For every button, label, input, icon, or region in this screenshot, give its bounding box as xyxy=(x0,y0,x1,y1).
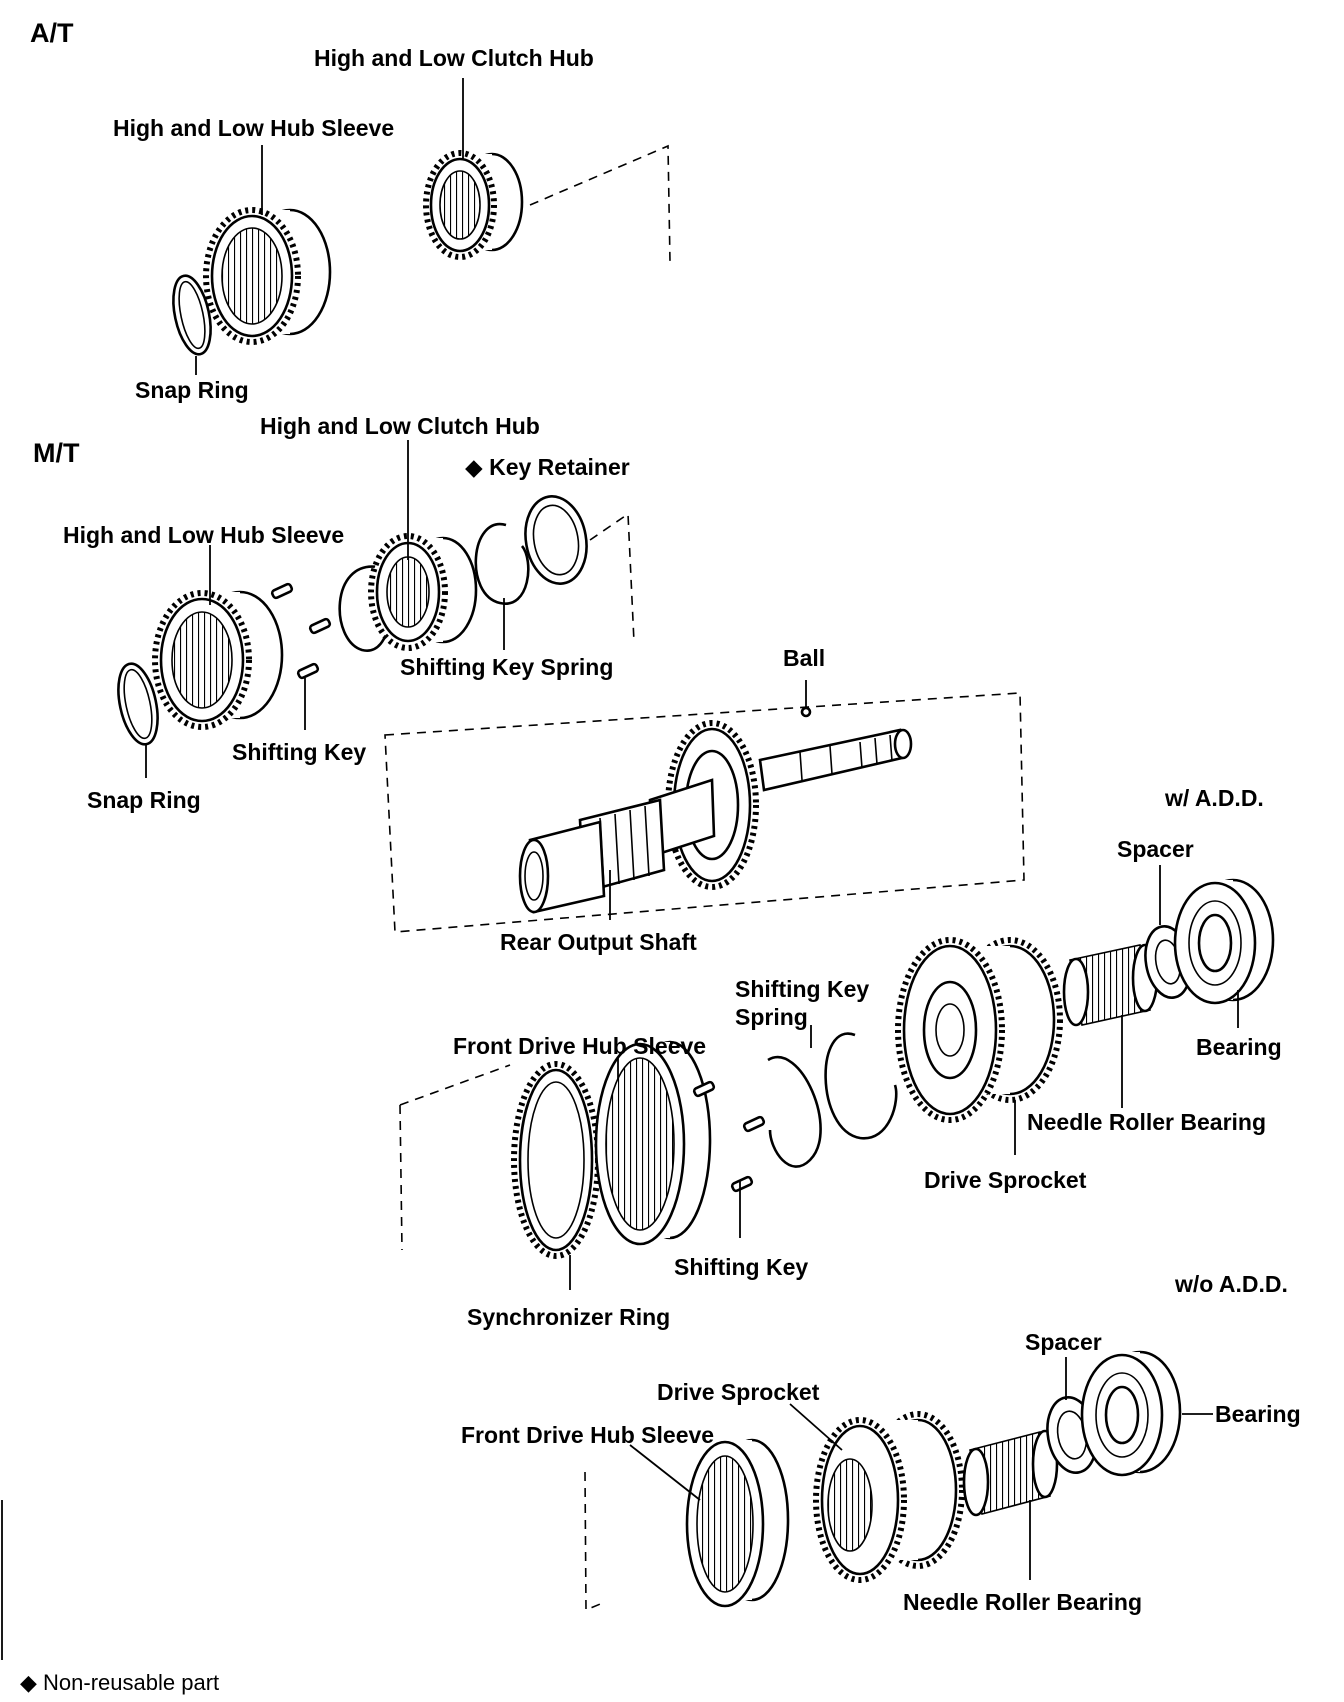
at-hub-sleeve-label: High and Low Hub Sleeve xyxy=(113,115,394,141)
add-assembly-guide xyxy=(399,1064,511,1251)
rear-output-shaft xyxy=(518,720,913,914)
add-needle-roller-bearing-label: Needle Roller Bearing xyxy=(1027,1109,1266,1135)
add-bearing xyxy=(1173,878,1275,1005)
noadd-front-drive-hub-sleeve-label: Front Drive Hub Sleeve xyxy=(461,1422,714,1448)
mt-snap-ring xyxy=(117,662,159,746)
section-title-at: A/T xyxy=(30,18,74,48)
mt-hub-sleeve xyxy=(152,590,284,730)
mt-snap-ring-label: Snap Ring xyxy=(87,787,201,813)
noadd-bearing xyxy=(1080,1350,1182,1477)
mt-hub-sleeve-label: High and Low Hub Sleeve xyxy=(63,522,344,548)
mt-key-retainer-label: ◆ Key Retainer xyxy=(465,454,630,480)
add-front-drive-hub-sleeve-label: Front Drive Hub Sleeve xyxy=(453,1033,706,1059)
noadd-assembly-guide xyxy=(584,1471,606,1612)
shaft-assembly-guide xyxy=(384,692,1025,933)
add-shifting-key-spring-label-line2: Spring xyxy=(735,1004,808,1030)
mt-shifting-keys xyxy=(270,582,332,680)
add-shifting-keys xyxy=(692,1080,766,1193)
mt-clutch-hub-label: High and Low Clutch Hub xyxy=(260,413,540,439)
noadd-drive-sprocket-leader xyxy=(789,1403,843,1451)
at-snap-ring-label: Snap Ring xyxy=(135,377,249,403)
ball xyxy=(800,706,812,718)
footnote-non-reusable: ◆ Non-reusable part xyxy=(20,1670,219,1695)
noadd-drive-sprocket xyxy=(813,1411,965,1583)
add-synchronizer-ring-label: Synchronizer Ring xyxy=(467,1304,670,1330)
noadd-spacer-label: Spacer xyxy=(1025,1329,1102,1355)
ball-label: Ball xyxy=(783,645,825,671)
at-snap-ring xyxy=(172,274,212,356)
noadd-front-drive-hub-sleeve xyxy=(685,1438,790,1608)
add-front-drive-hub-sleeve xyxy=(594,1040,712,1246)
noadd-needle-roller-bearing-label: Needle Roller Bearing xyxy=(903,1589,1142,1615)
at-clutch-hub xyxy=(423,150,524,260)
add-drive-sprocket xyxy=(895,937,1063,1123)
add-shifting-key-springs xyxy=(767,1032,898,1168)
mt-shifting-key-spring-label: Shifting Key Spring xyxy=(400,654,613,680)
mt-shifting-key-label: Shifting Key xyxy=(232,739,366,765)
add-shifting-key-label: Shifting Key xyxy=(674,1254,808,1280)
mt-shifting-key-spring-right xyxy=(474,522,530,605)
noadd-drive-sprocket-label: Drive Sprocket xyxy=(657,1379,820,1405)
at-hub-sleeve xyxy=(203,207,332,345)
add-needle-roller-bearing xyxy=(1062,943,1159,1027)
section-title-with-add: w/ A.D.D. xyxy=(1164,785,1264,811)
mt-assembly-guide xyxy=(589,512,635,643)
noadd-needle-roller-bearing xyxy=(962,1429,1059,1517)
add-shifting-key-spring-label-line1: Shifting Key xyxy=(735,976,869,1002)
add-synchronizer-ring xyxy=(511,1061,601,1259)
add-spacer-label: Spacer xyxy=(1117,836,1194,862)
at-clutch-hub-label: High and Low Clutch Hub xyxy=(314,45,594,71)
noadd-front-drive-hub-sleeve-leader xyxy=(629,1444,701,1501)
add-drive-sprocket-label: Drive Sprocket xyxy=(924,1167,1087,1193)
add-bearing-label: Bearing xyxy=(1196,1034,1282,1060)
mt-key-retainer xyxy=(524,495,588,585)
mt-clutch-hub xyxy=(368,533,478,651)
section-title-mt: M/T xyxy=(33,438,80,468)
at-assembly-guide xyxy=(529,144,671,263)
section-title-without-add: w/o A.D.D. xyxy=(1174,1271,1288,1297)
rear-output-shaft-label: Rear Output Shaft xyxy=(500,929,697,955)
noadd-bearing-label: Bearing xyxy=(1215,1401,1301,1427)
